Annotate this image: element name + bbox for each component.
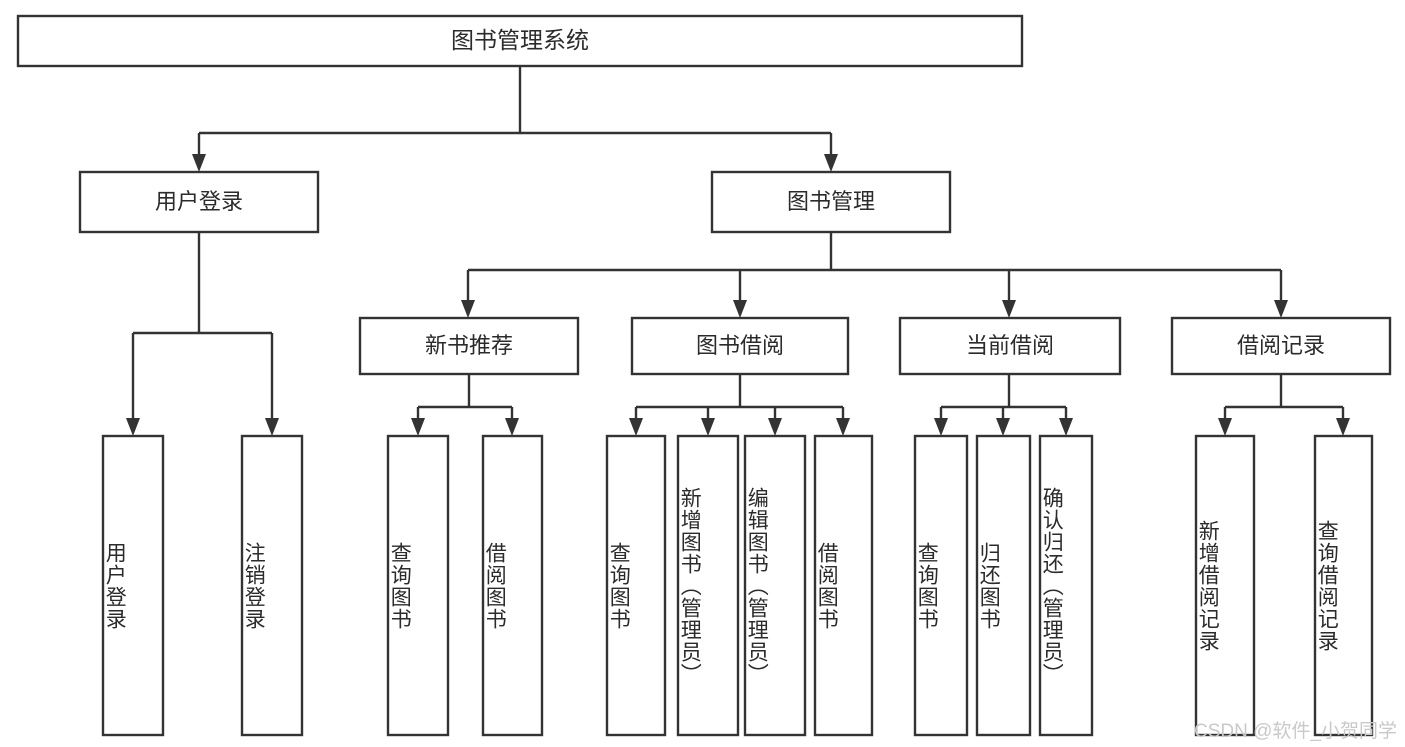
node-box-leaf-add-record[interactable]: [1194, 434, 1256, 737]
node-label-root: 图书管理系统: [451, 27, 589, 53]
csdn-watermark: CSDN @软件_小贺同学: [1194, 721, 1397, 742]
book-manage-child-0-arrowhead: [461, 300, 475, 318]
node-box-root[interactable]: [16, 14, 1024, 68]
box-layer: [16, 14, 1392, 737]
book-manage-child-2-arrowhead: [1002, 300, 1016, 318]
new-book-rec-leaf-0-arrowhead: [411, 418, 425, 436]
book-borrow-leaf-3-arrowhead: [836, 418, 850, 436]
node-box-leaf-add-book[interactable]: [676, 434, 740, 737]
current-borrow-leaf-2-arrowhead: [1059, 418, 1073, 436]
borrow-record-leaf-0-arrowhead: [1218, 418, 1232, 436]
node-box-leaf-query-record[interactable]: [1313, 434, 1374, 737]
node-box-leaf-return-book[interactable]: [975, 434, 1032, 737]
book-manage-child-3-arrowhead: [1274, 300, 1288, 318]
current-borrow-leaf-0-arrowhead: [934, 418, 948, 436]
node-label-book-manage: 图书管理: [787, 189, 875, 214]
user-login-leaf-1-arrowhead: [265, 418, 279, 436]
node-label-current-borrow: 当前借阅: [966, 333, 1054, 358]
node-box-leaf-query-book-cur[interactable]: [913, 434, 969, 737]
node-label-user-login: 用户登录: [155, 189, 243, 214]
current-borrow-leaf-1-arrowhead: [996, 418, 1010, 436]
node-box-leaf-borrow-book[interactable]: [813, 434, 874, 737]
node-box-new-book-rec[interactable]: [358, 316, 580, 376]
book-borrow-leaf-1-arrowhead: [701, 418, 715, 436]
node-box-leaf-query-book[interactable]: [605, 434, 667, 737]
borrow-record-leaf-1-arrowhead: [1336, 418, 1350, 436]
root-child-0-arrowhead: [192, 154, 206, 172]
node-box-leaf-edit-book[interactable]: [743, 434, 807, 737]
connector-layer: [126, 66, 1350, 436]
node-label-book-borrow: 图书借阅: [696, 333, 784, 358]
node-box-book-manage[interactable]: [710, 170, 952, 234]
node-label-borrow-record: 借阅记录: [1237, 333, 1325, 358]
book-borrow-leaf-0-arrowhead: [629, 418, 643, 436]
node-box-user-login[interactable]: [78, 170, 320, 234]
node-box-leaf-confirm-return[interactable]: [1038, 434, 1094, 737]
node-box-current-borrow[interactable]: [898, 316, 1122, 376]
node-box-borrow-record[interactable]: [1170, 316, 1392, 376]
node-box-leaf-query-book-rec[interactable]: [386, 434, 450, 737]
user-login-leaf-0-arrowhead: [126, 418, 140, 436]
node-box-book-borrow[interactable]: [630, 316, 850, 376]
node-box-leaf-borrow-book-rec[interactable]: [481, 434, 544, 737]
new-book-rec-leaf-1-arrowhead: [505, 418, 519, 436]
node-label-new-book-rec: 新书推荐: [425, 333, 513, 358]
book-borrow-leaf-2-arrowhead: [768, 418, 782, 436]
root-child-1-arrowhead: [824, 154, 838, 172]
book-manage-child-1-arrowhead: [733, 300, 747, 318]
node-box-leaf-user-logout[interactable]: [240, 434, 304, 737]
node-box-leaf-user-login[interactable]: [101, 434, 165, 737]
